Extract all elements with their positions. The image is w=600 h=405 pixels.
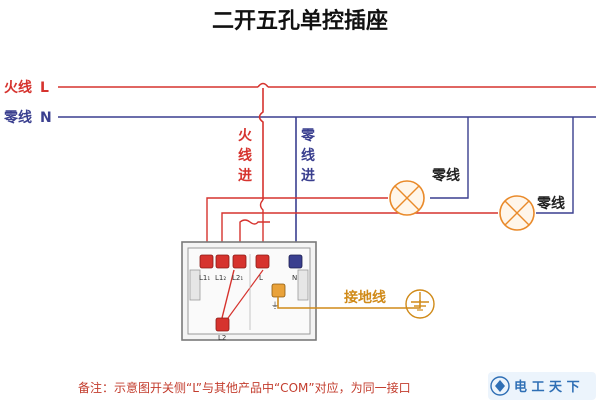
neutral-line-letter: N [40,110,52,126]
lamp-1-neutral-label: 零线 [431,167,460,184]
live-in-label-2: 线 [238,147,252,164]
watermark-logo-icon [490,376,510,396]
live-line-label: 火线 [4,79,32,96]
svg-text:⏚: ⏚ [271,301,279,310]
live-in-label-3: 进 [238,168,252,184]
terminal-n: N [288,254,303,282]
terminal-l12: L1₂ [215,254,230,282]
footnote: 备注：示意图开关侧“L”与其他产品中“COM”对应，为同一接口 [78,380,411,395]
live-line-letter: L [40,80,49,96]
svg-text:L1₂: L1₂ [215,274,226,282]
live-in-label-1: 火 [238,128,253,144]
svg-text:L: L [259,274,263,282]
neutral-in-label-3: 进 [301,168,315,184]
live-in-wire [258,88,264,200]
terminal-l11: L1₁ [199,254,214,282]
terminal-l: L [255,254,270,282]
terminal-l22: L2 [215,317,230,342]
neutral-bus: 零线 N [3,109,596,126]
terminal-l21: L2₁ [232,254,247,282]
lamp-2-neutral-label: 零线 [536,195,565,212]
lamp-2: 零线 [499,195,565,231]
live-hop [257,82,269,88]
live-bus: 火线 L [4,79,596,96]
lamp-1: 零线 [389,167,460,216]
svg-text:L1₁: L1₁ [199,274,210,282]
svg-text:L2: L2 [218,334,226,342]
page-title: 二开五孔单控插座 [212,8,388,34]
earth-wire [277,289,435,319]
neutral-line-label: 零线 [3,109,32,126]
svg-text:L2₁: L2₁ [232,274,243,282]
lamp-neutral-wires [430,117,574,214]
neutral-in-label-1: 零 [300,127,316,144]
watermark-text: 电 工 天 下 [514,379,580,395]
watermark: 电 工 天 下 [488,372,596,400]
earth-wire-label: 接地线 [344,289,386,306]
neutral-in-label-2: 线 [301,147,315,164]
svg-text:N: N [292,274,297,282]
